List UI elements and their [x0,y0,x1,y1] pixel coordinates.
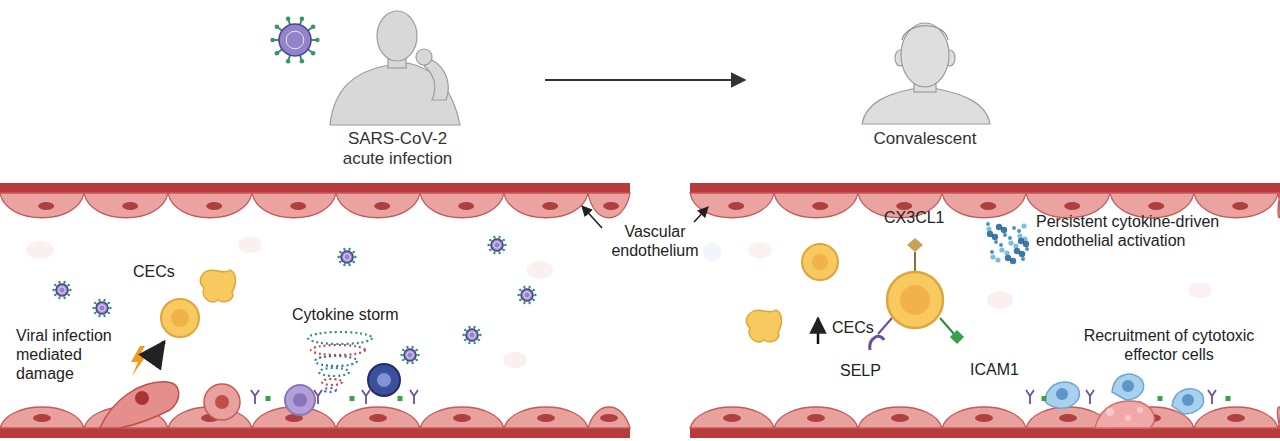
virus [337,248,356,266]
virus [52,281,71,299]
figure-node: SARS-CoV-2 acute infection [270,0,545,178]
figure-caption: Convalescent [865,129,985,149]
annotation-label: Vascular endothelium [605,222,705,260]
annotation-label: CECs [832,318,892,337]
vessel-right [690,183,1280,438]
figure-node: Convalescent [745,0,990,160]
recovered-person [862,23,990,124]
cytokine-storm [308,332,372,392]
figure-caption: SARS-CoV-2 acute infection [330,129,465,170]
annotation-label: CX3CL1 [884,208,956,227]
virus [462,326,481,344]
virus [270,16,319,63]
virus [92,299,111,317]
annotation-label: SELP [840,361,890,380]
annotation-label: Recruitment of cytotoxic effector cells [1068,326,1270,364]
annotation-label: Cytokine storm [292,305,422,324]
virus [517,286,536,304]
annotation-label: Persistent cytokine-driven endothelial a… [1036,212,1251,250]
annotation-label: ICAM1 [970,360,1032,379]
annotation-label: Viral infection mediated damage [16,326,128,384]
virus [487,236,506,254]
sick-person [330,11,460,125]
vessel-left [0,183,630,438]
annotation-label: CECs [133,262,193,281]
virus [400,346,419,364]
progression-arrow [545,79,745,81]
